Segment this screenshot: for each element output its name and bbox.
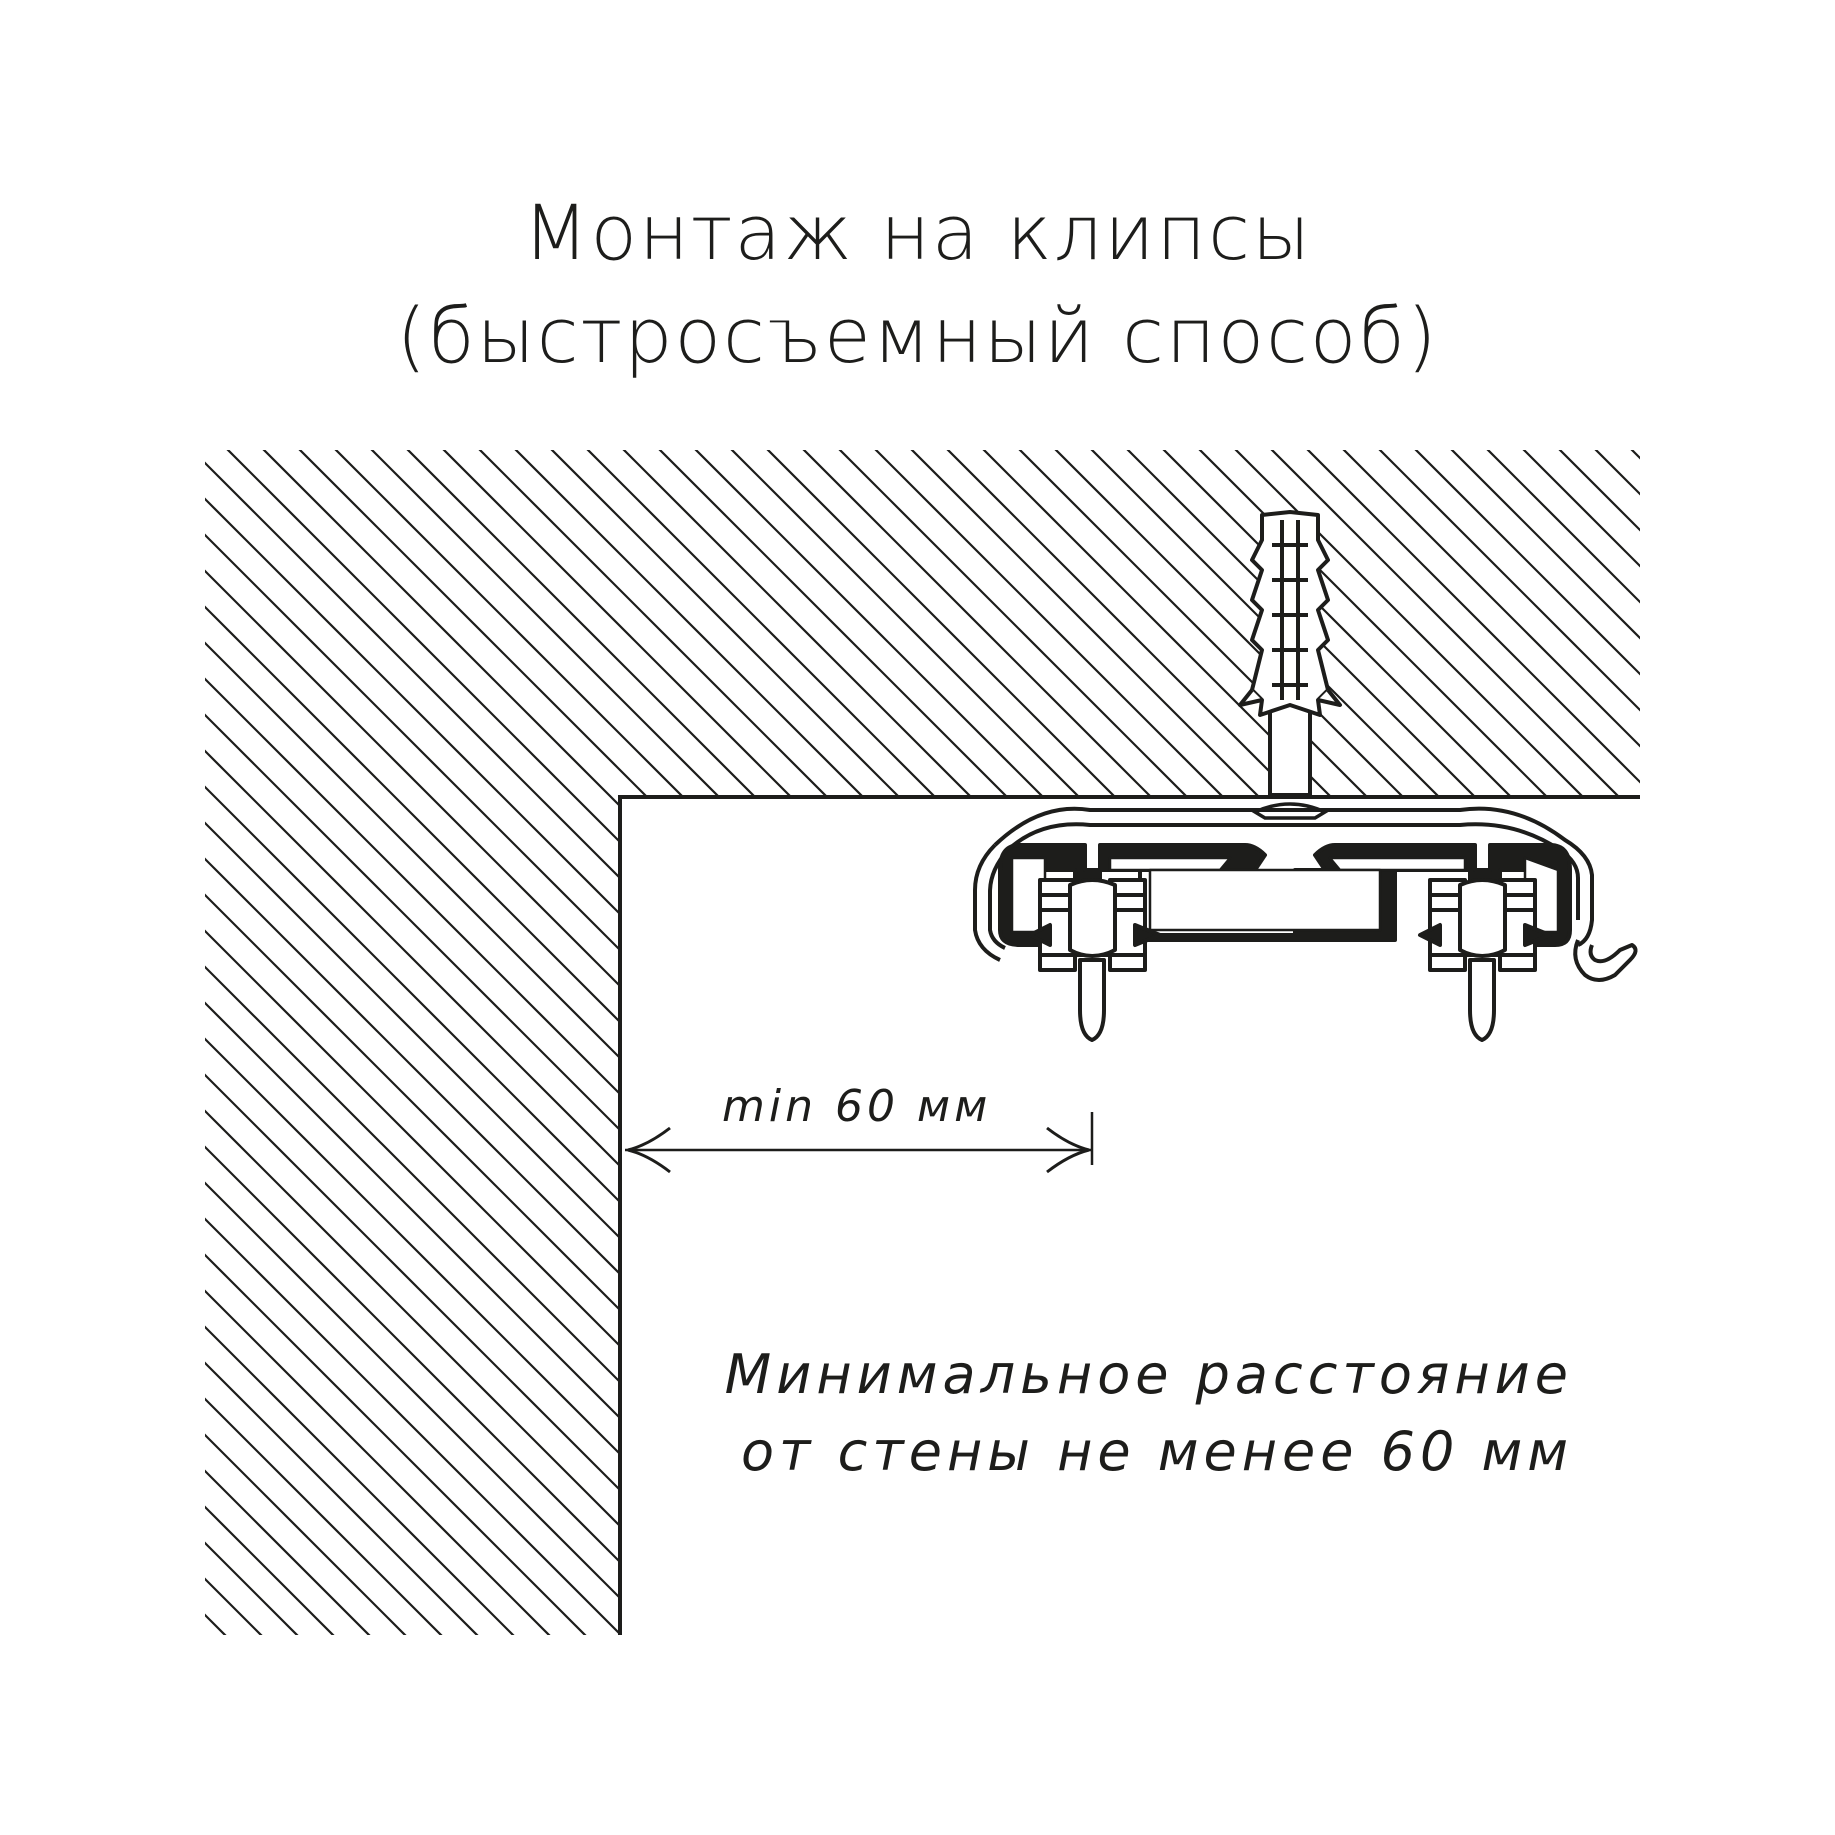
hatch-line	[249, 450, 1551, 1635]
hatch-line	[0, 400, 182, 1700]
hatch-line	[205, 450, 687, 1635]
hatch-line	[969, 450, 1640, 1635]
curtain-rail-profile	[998, 843, 1572, 947]
hatch-line	[1221, 450, 1640, 1635]
hatch-line	[1654, 400, 1835, 1700]
hatch-line	[205, 450, 651, 1635]
hatch-line	[1798, 400, 1835, 1700]
hatch-line	[205, 450, 291, 1635]
hatch-line	[205, 450, 219, 1635]
hatch-line	[429, 450, 1640, 1635]
hatch-line	[1293, 450, 1640, 1635]
hatch-line	[321, 450, 1623, 1635]
hatch-line	[205, 450, 903, 1635]
hatch-line	[205, 450, 723, 1635]
dowel-anchor	[1238, 510, 1342, 797]
hatch-line	[897, 450, 1640, 1635]
hatch-line	[1509, 450, 1640, 1635]
hatch-line	[933, 450, 1640, 1635]
hatch-line	[537, 450, 1640, 1635]
hatch-line	[205, 450, 1263, 1635]
hatch-line	[0, 400, 2, 1700]
hatch-line	[1545, 450, 1640, 1635]
hatch-line	[1617, 450, 1640, 1635]
hatch-line	[1365, 450, 1640, 1635]
hatch-line	[825, 450, 1640, 1635]
hatch-line	[0, 400, 38, 1700]
hatch-line	[357, 450, 1640, 1635]
diagram-title-line1: Монтаж на клипсы	[522, 188, 1313, 277]
hatch-line	[1726, 400, 1835, 1700]
hatch-line	[1437, 450, 1640, 1635]
hatch-line	[205, 450, 435, 1635]
hatch-line	[205, 450, 579, 1635]
hatch-line	[1005, 450, 1640, 1635]
note-line1: Минимальное расстояние	[724, 1343, 1573, 1406]
hatch-line	[205, 450, 1335, 1635]
dimension-label: min 60 мм	[722, 1081, 992, 1132]
hatch-line	[1762, 400, 1835, 1700]
hatch-line	[501, 450, 1640, 1635]
hatch-line	[0, 400, 146, 1700]
hatch-line	[205, 450, 327, 1635]
hatch-line	[1257, 450, 1640, 1635]
hatch-line	[1581, 450, 1640, 1635]
hatch-line	[285, 450, 1587, 1635]
hatch-line	[1329, 450, 1640, 1635]
hatch-line	[205, 450, 471, 1635]
runner-right	[1418, 878, 1552, 1042]
runner-left	[1028, 878, 1162, 1042]
hatch-line	[0, 400, 74, 1700]
hatch-line	[1401, 450, 1640, 1635]
hatch-line	[205, 450, 363, 1635]
hatch-line	[609, 450, 1640, 1635]
hatch-line	[205, 450, 1299, 1635]
hatch-line	[205, 450, 1047, 1635]
hatch-line	[573, 450, 1640, 1635]
diagram-title-line2: (быстросъемный способ)	[396, 291, 1439, 380]
hatch-line	[205, 450, 1443, 1635]
hatch-line	[1690, 400, 1835, 1700]
hatch-line	[205, 450, 1191, 1635]
hatch-line	[645, 450, 1640, 1635]
hatch-line	[465, 450, 1640, 1635]
hatch-line	[393, 450, 1640, 1635]
hatch-line	[205, 450, 831, 1635]
hatch-line	[205, 450, 615, 1635]
hatch-line	[205, 450, 759, 1635]
hatch-line	[205, 450, 507, 1635]
hatch-line	[1185, 450, 1640, 1635]
hatch-line	[1077, 450, 1640, 1635]
hatch-line	[1041, 450, 1640, 1635]
wall-ceiling-hatch	[0, 400, 1835, 1700]
hatch-line	[205, 450, 1371, 1635]
hatch-line	[861, 450, 1640, 1635]
hatch-line	[205, 450, 1407, 1635]
hatch-line	[205, 450, 795, 1635]
hatch-line	[1149, 450, 1640, 1635]
hatch-line	[205, 450, 975, 1635]
hatch-line	[205, 450, 543, 1635]
hatch-line	[1113, 450, 1640, 1635]
hatch-line	[0, 400, 110, 1700]
hatch-line	[1473, 450, 1640, 1635]
note-line2: от стены не менее 60 мм	[740, 1420, 1573, 1483]
dimension-line	[625, 1112, 1094, 1174]
